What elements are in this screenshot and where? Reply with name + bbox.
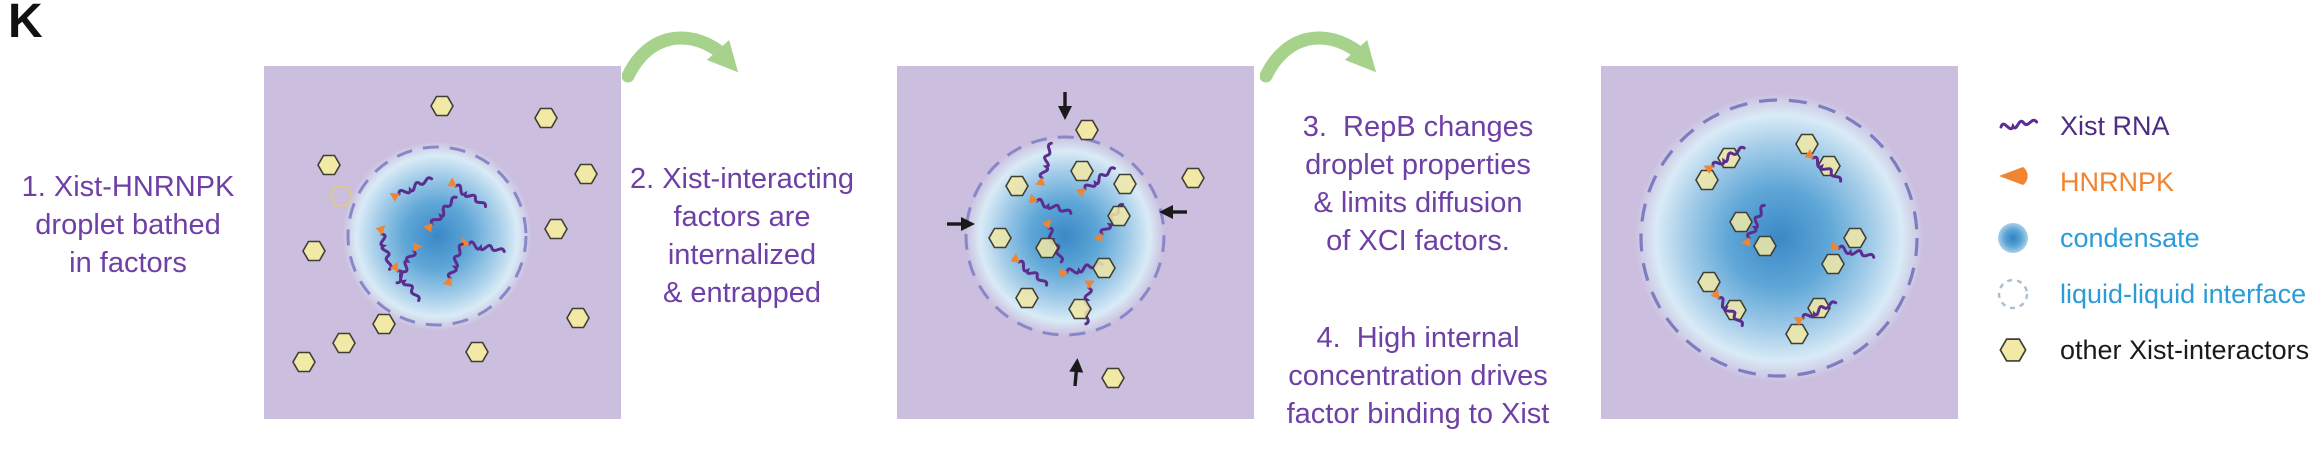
step2-line: & entrapped	[662, 277, 821, 309]
panel-2-factors-entrapped	[897, 66, 1254, 419]
green-curved-arrow-1	[622, 22, 782, 102]
legend-item-xist-rna: Xist RNA	[1996, 98, 2309, 154]
step1-line: in factors	[69, 247, 187, 279]
hexagon-icon	[1070, 160, 1094, 182]
hexagon-icon	[1729, 211, 1753, 233]
hexagon-icon	[292, 351, 316, 373]
hexagon-icon	[1795, 133, 1819, 155]
legend-item-hnrnpk: HNRNPK	[1996, 154, 2309, 210]
legend: Xist RNA HNRNPK condensate liquid-liquid…	[1996, 98, 2309, 378]
condensate	[1634, 93, 1924, 383]
legend-item-other-xist-interactors: other Xist-interactors	[1996, 322, 2309, 378]
hexagon-icon	[574, 163, 598, 185]
hexagon-icon	[317, 154, 341, 176]
liquid-liquid-interface-icon	[1997, 278, 2029, 310]
hexagon-icon	[1015, 287, 1039, 309]
hexagon-icon	[566, 307, 590, 329]
step2-caption: 2. Xist-interacting factors are internal…	[606, 160, 878, 312]
hexagon-icon	[1035, 237, 1059, 259]
hexagon-icon	[372, 313, 396, 335]
step3-line: of XCI factors.	[1326, 225, 1510, 257]
hexagon-outline-icon	[329, 185, 353, 207]
step4-caption: 4. High internal concentration drives fa…	[1236, 319, 1600, 433]
hexagon-icon	[1107, 205, 1131, 227]
hexagon-icon	[1075, 119, 1099, 141]
condensate-icon	[1998, 223, 2028, 253]
hexagon-icon	[430, 95, 454, 117]
hexagon-icon	[1005, 175, 1029, 197]
hexagon-icon	[1843, 227, 1867, 249]
step3-caption: 3. RepB changes droplet properties & lim…	[1236, 108, 1600, 260]
hexagon-icon	[1068, 298, 1092, 320]
green-curved-arrow-2	[1260, 22, 1420, 102]
liquid-liquid-interface	[964, 135, 1166, 337]
panel-3-mature-condensate	[1601, 66, 1958, 419]
step4-line: 4. High internal	[1316, 322, 1520, 354]
hexagon-icon	[1181, 167, 1205, 189]
hexagon-icon	[1092, 257, 1116, 279]
step3-line: droplet properties	[1305, 149, 1531, 181]
hexagon-icon	[1101, 367, 1125, 389]
xist-rna-icon	[1999, 117, 2039, 132]
hexagon-icon	[1753, 235, 1777, 257]
legend-label: Xist RNA	[2060, 110, 2170, 141]
hexagon-icon	[1697, 271, 1721, 293]
step4-line: factor binding to Xist	[1286, 398, 1550, 430]
liquid-liquid-interface	[1639, 98, 1919, 378]
hexagon-icon	[332, 332, 356, 354]
other-xist-interactors-icon	[1999, 338, 2027, 362]
inward-arrow-icon	[1056, 90, 1074, 122]
legend-label: liquid-liquid interface	[2060, 278, 2307, 309]
legend-label: condensate	[2060, 222, 2200, 253]
panel-label: K	[8, 0, 43, 48]
hexagon-icon	[302, 240, 326, 262]
inward-arrow-icon	[1066, 355, 1087, 389]
liquid-liquid-interface	[346, 145, 528, 327]
legend-label: other Xist-interactors	[2060, 334, 2310, 365]
hexagon-icon	[1113, 173, 1137, 195]
step2-line: factors are	[673, 201, 811, 233]
step2-line: 2. Xist-interacting	[629, 163, 855, 195]
step3-line: & limits diffusion	[1313, 187, 1523, 219]
step2-line: internalized	[667, 239, 817, 271]
panel-1-droplet-bathed	[264, 66, 621, 419]
condensate	[342, 141, 532, 331]
legend-item-condensate: condensate	[1996, 210, 2309, 266]
hexagon-icon	[1785, 323, 1809, 345]
legend-label: HNRNPK	[2060, 166, 2175, 197]
hexagon-icon	[544, 218, 568, 240]
hexagon-icon	[988, 227, 1012, 249]
step1-caption: 1. Xist-HNRNPK droplet bathed in factors	[0, 168, 256, 282]
hnrnpk-icon	[1999, 167, 2028, 185]
hexagon-icon	[534, 107, 558, 129]
legend-item-liquid-liquid-interface: liquid-liquid interface	[1996, 266, 2309, 322]
hexagon-icon	[465, 341, 489, 363]
step1-line: 1. Xist-HNRNPK	[21, 171, 235, 203]
hexagon-icon	[1821, 253, 1845, 275]
hexagon-icon	[1695, 169, 1719, 191]
step4-line: concentration drives	[1288, 360, 1548, 392]
step1-line: droplet bathed	[35, 209, 221, 241]
step3-line: 3. RepB changes	[1302, 111, 1534, 143]
